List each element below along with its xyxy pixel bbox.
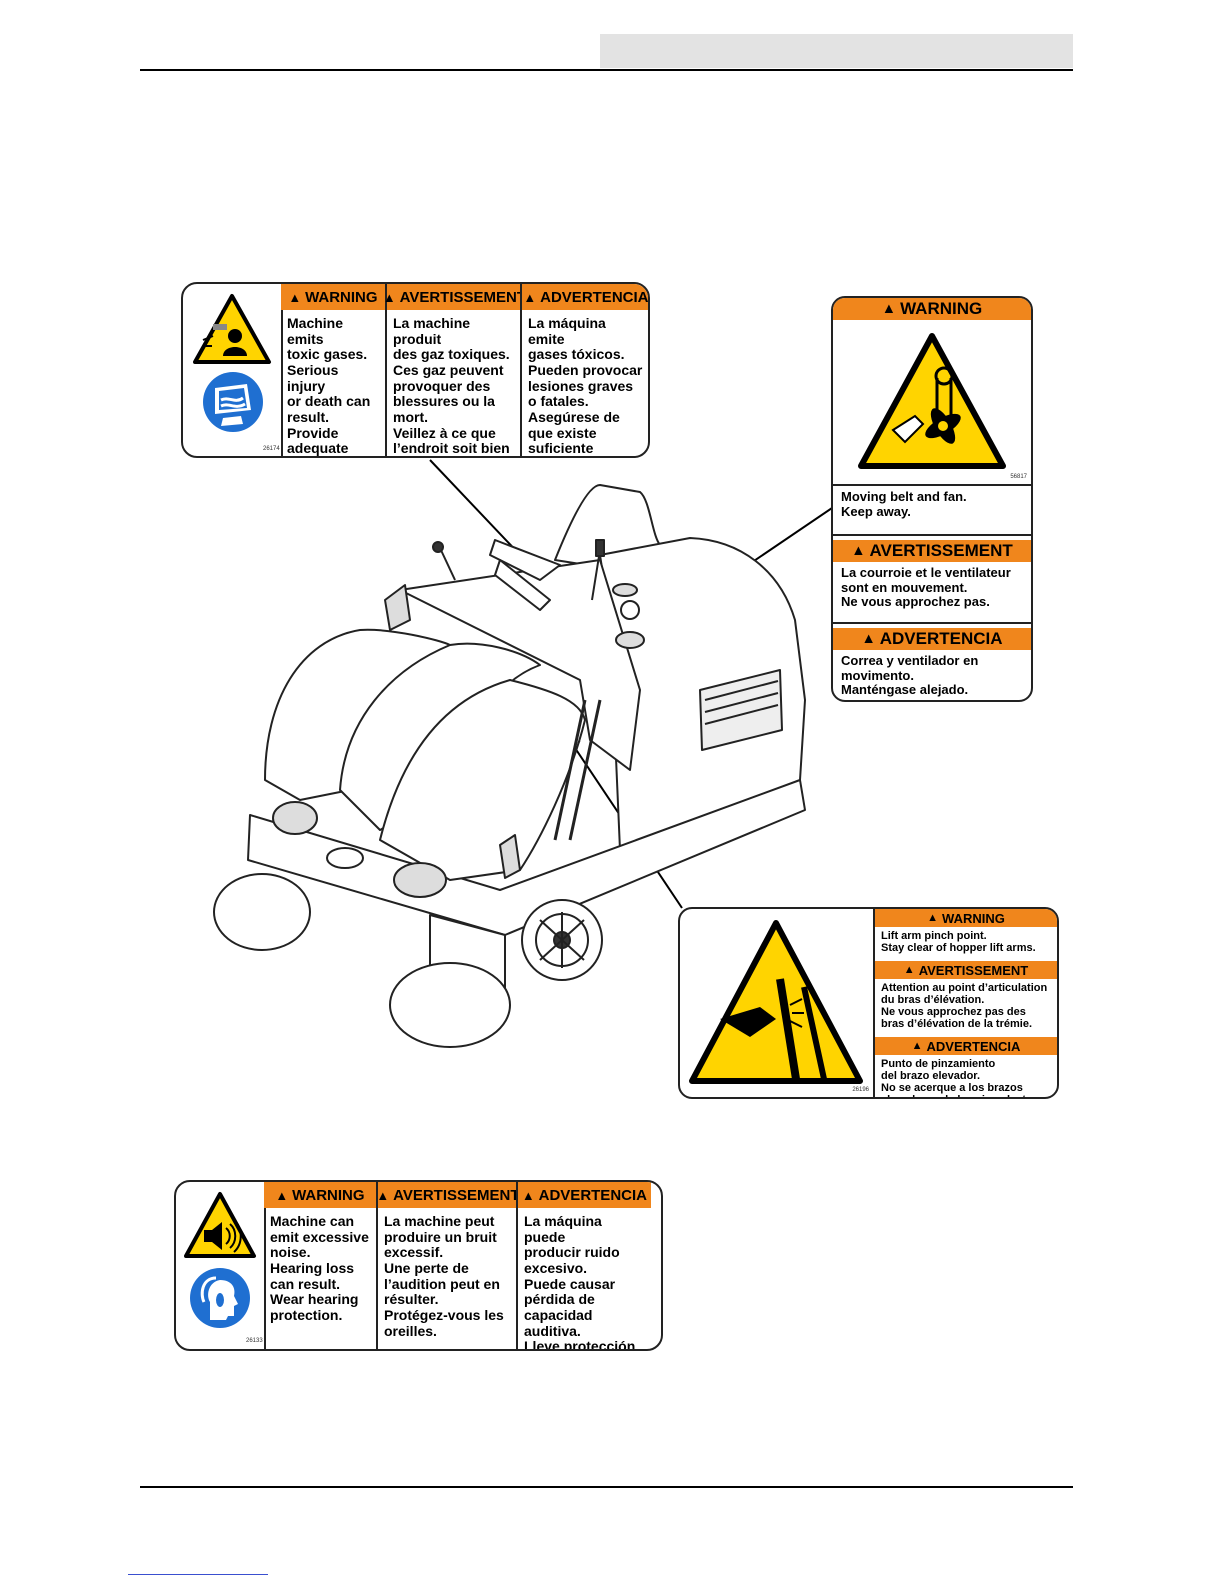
header-tab-box	[600, 34, 1073, 68]
warning-triangle-icon: ▲	[881, 301, 897, 317]
advertencia-text: La máquina puede producir ruido excesivo…	[524, 1213, 636, 1351]
avertissement-header: ▲AVERTISSEMENT	[833, 540, 1031, 562]
avertissement-header-text: AVERTISSEMENT	[399, 288, 527, 306]
warning-text: Lift arm pinch point. Stay clear of hopp…	[881, 930, 1036, 955]
warning-column-en: ▲WARNING Machine emits toxic gases. Seri…	[281, 284, 385, 456]
avertissement-header: ▲AVERTISSEMENT	[376, 1182, 520, 1208]
footer-link-underline[interactable]	[128, 1574, 268, 1575]
pinch-point-warning-label: 26196 ▲WARNING Lift arm pinch point. Sta…	[678, 907, 1059, 1099]
toxic-gas-icon	[193, 294, 271, 364]
noise-warning-label: 26133 ▲WARNING Machine can emit excessiv…	[174, 1180, 663, 1351]
label-code: 26133	[246, 1338, 263, 1344]
warning-header: ▲WARNING	[875, 909, 1057, 927]
toxic-gas-warning-label: 26174 ▲WARNING Machine emits toxic gases…	[181, 282, 650, 458]
warning-column-en: ▲WARNING Machine can emit excessive nois…	[264, 1182, 376, 1349]
warning-triangle-icon: ▲	[927, 912, 939, 924]
hearing-protection-icon	[190, 1268, 250, 1328]
avertissement-header-text: AVERTISSEMENT	[393, 1186, 520, 1204]
belt-fan-hazard-icon	[858, 333, 1006, 469]
advertencia-header-text: ADVERTENCIA	[538, 1186, 647, 1204]
label-code: 26174	[263, 446, 280, 452]
avertissement-text: Attention au point d’articulation du bra…	[881, 982, 1048, 1031]
avertissement-header: ▲AVERTISSEMENT	[383, 284, 526, 310]
pinch-point-icon	[689, 920, 863, 1084]
warning-header-text: WARNING	[292, 1186, 365, 1204]
warning-header: ▲WARNING	[264, 1182, 376, 1208]
advertencia-header: ▲ADVERTENCIA	[875, 1037, 1057, 1055]
label-code: 56817	[1010, 474, 1027, 480]
advertencia-header-text: ADVERTENCIA	[540, 288, 649, 306]
header-rule	[140, 69, 1073, 71]
warning-text: Moving belt and fan. Keep away.	[841, 489, 967, 519]
advertencia-text: La máquina emite gases tóxicos. Pueden p…	[528, 315, 643, 457]
advertencia-text: Correa y ventilador en movimento. Mantén…	[841, 653, 979, 698]
advertencia-header-text: ADVERTENCIA	[879, 629, 1003, 648]
warning-column-es: ▲ADVERTENCIA La máquina emite gases tóxi…	[520, 284, 649, 457]
warning-triangle-icon: ▲	[851, 543, 866, 559]
warning-triangle-icon: ▲	[861, 631, 876, 647]
advertencia-header: ▲ADVERTENCIA	[833, 628, 1031, 650]
warning-triangle-icon: ▲	[275, 1187, 289, 1203]
advertencia-header: ▲ADVERTENCIA	[518, 1182, 651, 1208]
avertissement-text: La machine peut produire un bruit excess…	[384, 1213, 504, 1339]
advertencia-header-text: ADVERTENCIA	[926, 1038, 1021, 1054]
footer-rule	[140, 1486, 1073, 1488]
warning-header: ▲WARNING	[281, 284, 385, 310]
warning-header-text: WARNING	[942, 910, 1005, 926]
warning-triangle-icon: ▲	[382, 289, 396, 305]
avertissement-header-text: AVERTISSEMENT	[918, 962, 1029, 978]
divider	[833, 534, 1031, 536]
avertissement-text: La courroie et le ventilateur sont en mo…	[841, 565, 1011, 610]
warning-triangle-icon: ▲	[523, 289, 537, 305]
warning-triangle-icon: ▲	[911, 1040, 923, 1052]
divider	[833, 622, 1031, 624]
warning-triangle-icon: ▲	[903, 964, 915, 976]
advertencia-header: ▲ADVERTENCIA	[522, 284, 649, 310]
belt-fan-icon-area: 56817	[833, 320, 1031, 486]
warning-column-fr: ▲AVERTISSEMENT La machine produit des ga…	[383, 284, 526, 457]
warning-column-fr: ▲AVERTISSEMENT La machine peut produire …	[376, 1182, 520, 1349]
warning-header-text: WARNING	[900, 299, 983, 318]
advertencia-text: Punto de pinzamiento del brazo elevador.…	[881, 1058, 1046, 1097]
warning-triangle-icon: ▲	[288, 289, 302, 305]
avertissement-header-text: AVERTISSEMENT	[869, 541, 1013, 560]
warning-triangle-icon: ▲	[376, 1187, 390, 1203]
label-code: 26196	[852, 1087, 869, 1093]
warning-triangle-icon: ▲	[522, 1187, 535, 1203]
ventilation-icon	[203, 372, 263, 432]
avertissement-header: ▲AVERTISSEMENT	[875, 961, 1057, 979]
belt-fan-warning-label: ▲WARNING 56817 Moving belt and fan. Keep…	[831, 296, 1033, 702]
pinch-icon-area: 26196	[680, 909, 873, 1097]
warning-column-es: ▲ADVERTENCIA La máquina puede producir r…	[516, 1182, 651, 1349]
warning-text: Machine can emit excessive noise. Hearin…	[270, 1213, 369, 1324]
warning-header-text: WARNING	[305, 288, 378, 306]
pinch-text-panel: ▲WARNING Lift arm pinch point. Stay clea…	[873, 909, 1057, 1097]
noise-hazard-icon	[184, 1192, 256, 1258]
warning-text: Machine emits toxic gases. Serious injur…	[287, 315, 371, 457]
avertissement-text: La machine produit des gaz toxiques. Ces…	[393, 315, 510, 457]
sweeper-machine-illustration	[213, 484, 806, 1048]
warning-header: ▲WARNING	[833, 298, 1031, 320]
